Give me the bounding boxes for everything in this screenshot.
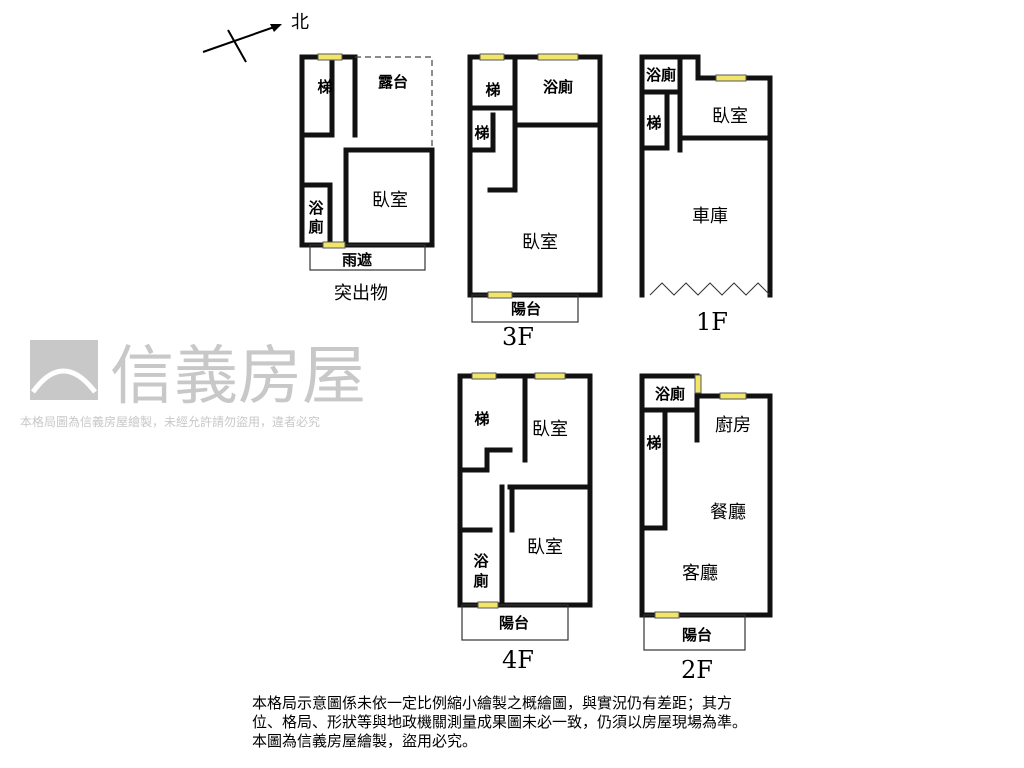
room-label: 梯 — [474, 124, 489, 142]
plan-1f: 浴廁 梯 臥室 車庫 1F — [639, 54, 773, 336]
room-label: 臥室 — [522, 232, 558, 253]
room-label: 廚房 — [715, 414, 751, 436]
watermark-notice: 本格局圖為信義房屋繪製，未經允許請勿盜用，違者必究 — [20, 414, 320, 429]
room-label: 廁 — [308, 218, 323, 236]
room-label: 梯 — [474, 410, 489, 428]
room-label: 陽台 — [499, 614, 529, 632]
arrow-icon — [202, 24, 281, 53]
room-label: 浴廁 — [655, 385, 685, 403]
room-label: 浴 — [308, 199, 324, 217]
room-label: 露台 — [378, 73, 408, 91]
plan-4f: 梯 臥室 臥室 浴 廁 陽台 4F — [457, 372, 593, 674]
north-arrow: 北 — [202, 12, 309, 63]
watermark-brand: 信義房屋 — [110, 340, 366, 414]
room-label: 臥室 — [527, 537, 563, 558]
floor-label: 2F — [681, 656, 713, 684]
plan-2f: 浴廁 梯 廚房 餐廳 客廳 陽台 2F — [639, 373, 773, 684]
room-label: 臥室 — [372, 190, 408, 211]
room-label: 浴廁 — [646, 66, 676, 84]
room-label: 臥室 — [532, 419, 568, 440]
room-label: 浴廁 — [543, 78, 573, 96]
floor-label: 4F — [502, 646, 534, 674]
room-label: 梯 — [646, 434, 661, 452]
room-label: 梯 — [646, 114, 661, 132]
north-label: 北 — [291, 12, 309, 33]
room-label: 廁 — [473, 572, 488, 590]
plan-roof: 梯 露台 臥室 浴 廁 雨遮 突出物 — [299, 53, 435, 304]
room-label: 雨遮 — [342, 251, 372, 269]
room-label: 車庫 — [692, 206, 728, 227]
watermark: 信義房屋 本格局圖為信義房屋繪製，未經允許請勿盜用，違者必究 — [20, 340, 366, 429]
plan-3f: 梯 梯 浴廁 臥室 陽台 3F — [467, 53, 603, 351]
floor-label: 3F — [502, 323, 534, 351]
room-label: 梯 — [317, 78, 332, 96]
disclaimer-line: 位、格局、形狀等與地政機關測量成果圖未必一致，仍須以房屋現場為準。 — [252, 713, 748, 731]
room-label: 梯 — [485, 81, 500, 99]
floor-label: 1F — [696, 308, 728, 336]
floor-label: 突出物 — [334, 283, 388, 304]
room-label: 陽台 — [511, 300, 541, 318]
room-label: 餐廳 — [710, 502, 746, 523]
room-label: 浴 — [473, 552, 489, 570]
disclaimer: 本格局示意圖係未依一定比例縮小繪製之概繪圖，與實況仍有差距；其方 位、格局、形狀… — [252, 694, 832, 751]
room-label: 客廳 — [682, 563, 718, 584]
room-label: 陽台 — [682, 626, 712, 644]
room-label: 臥室 — [712, 106, 748, 127]
disclaimer-line: 本圖為信義房屋繪製，盜用必究。 — [252, 732, 478, 750]
disclaimer-line: 本格局示意圖係未依一定比例縮小繪製之概繪圖，與實況仍有差距；其方 — [252, 694, 733, 712]
